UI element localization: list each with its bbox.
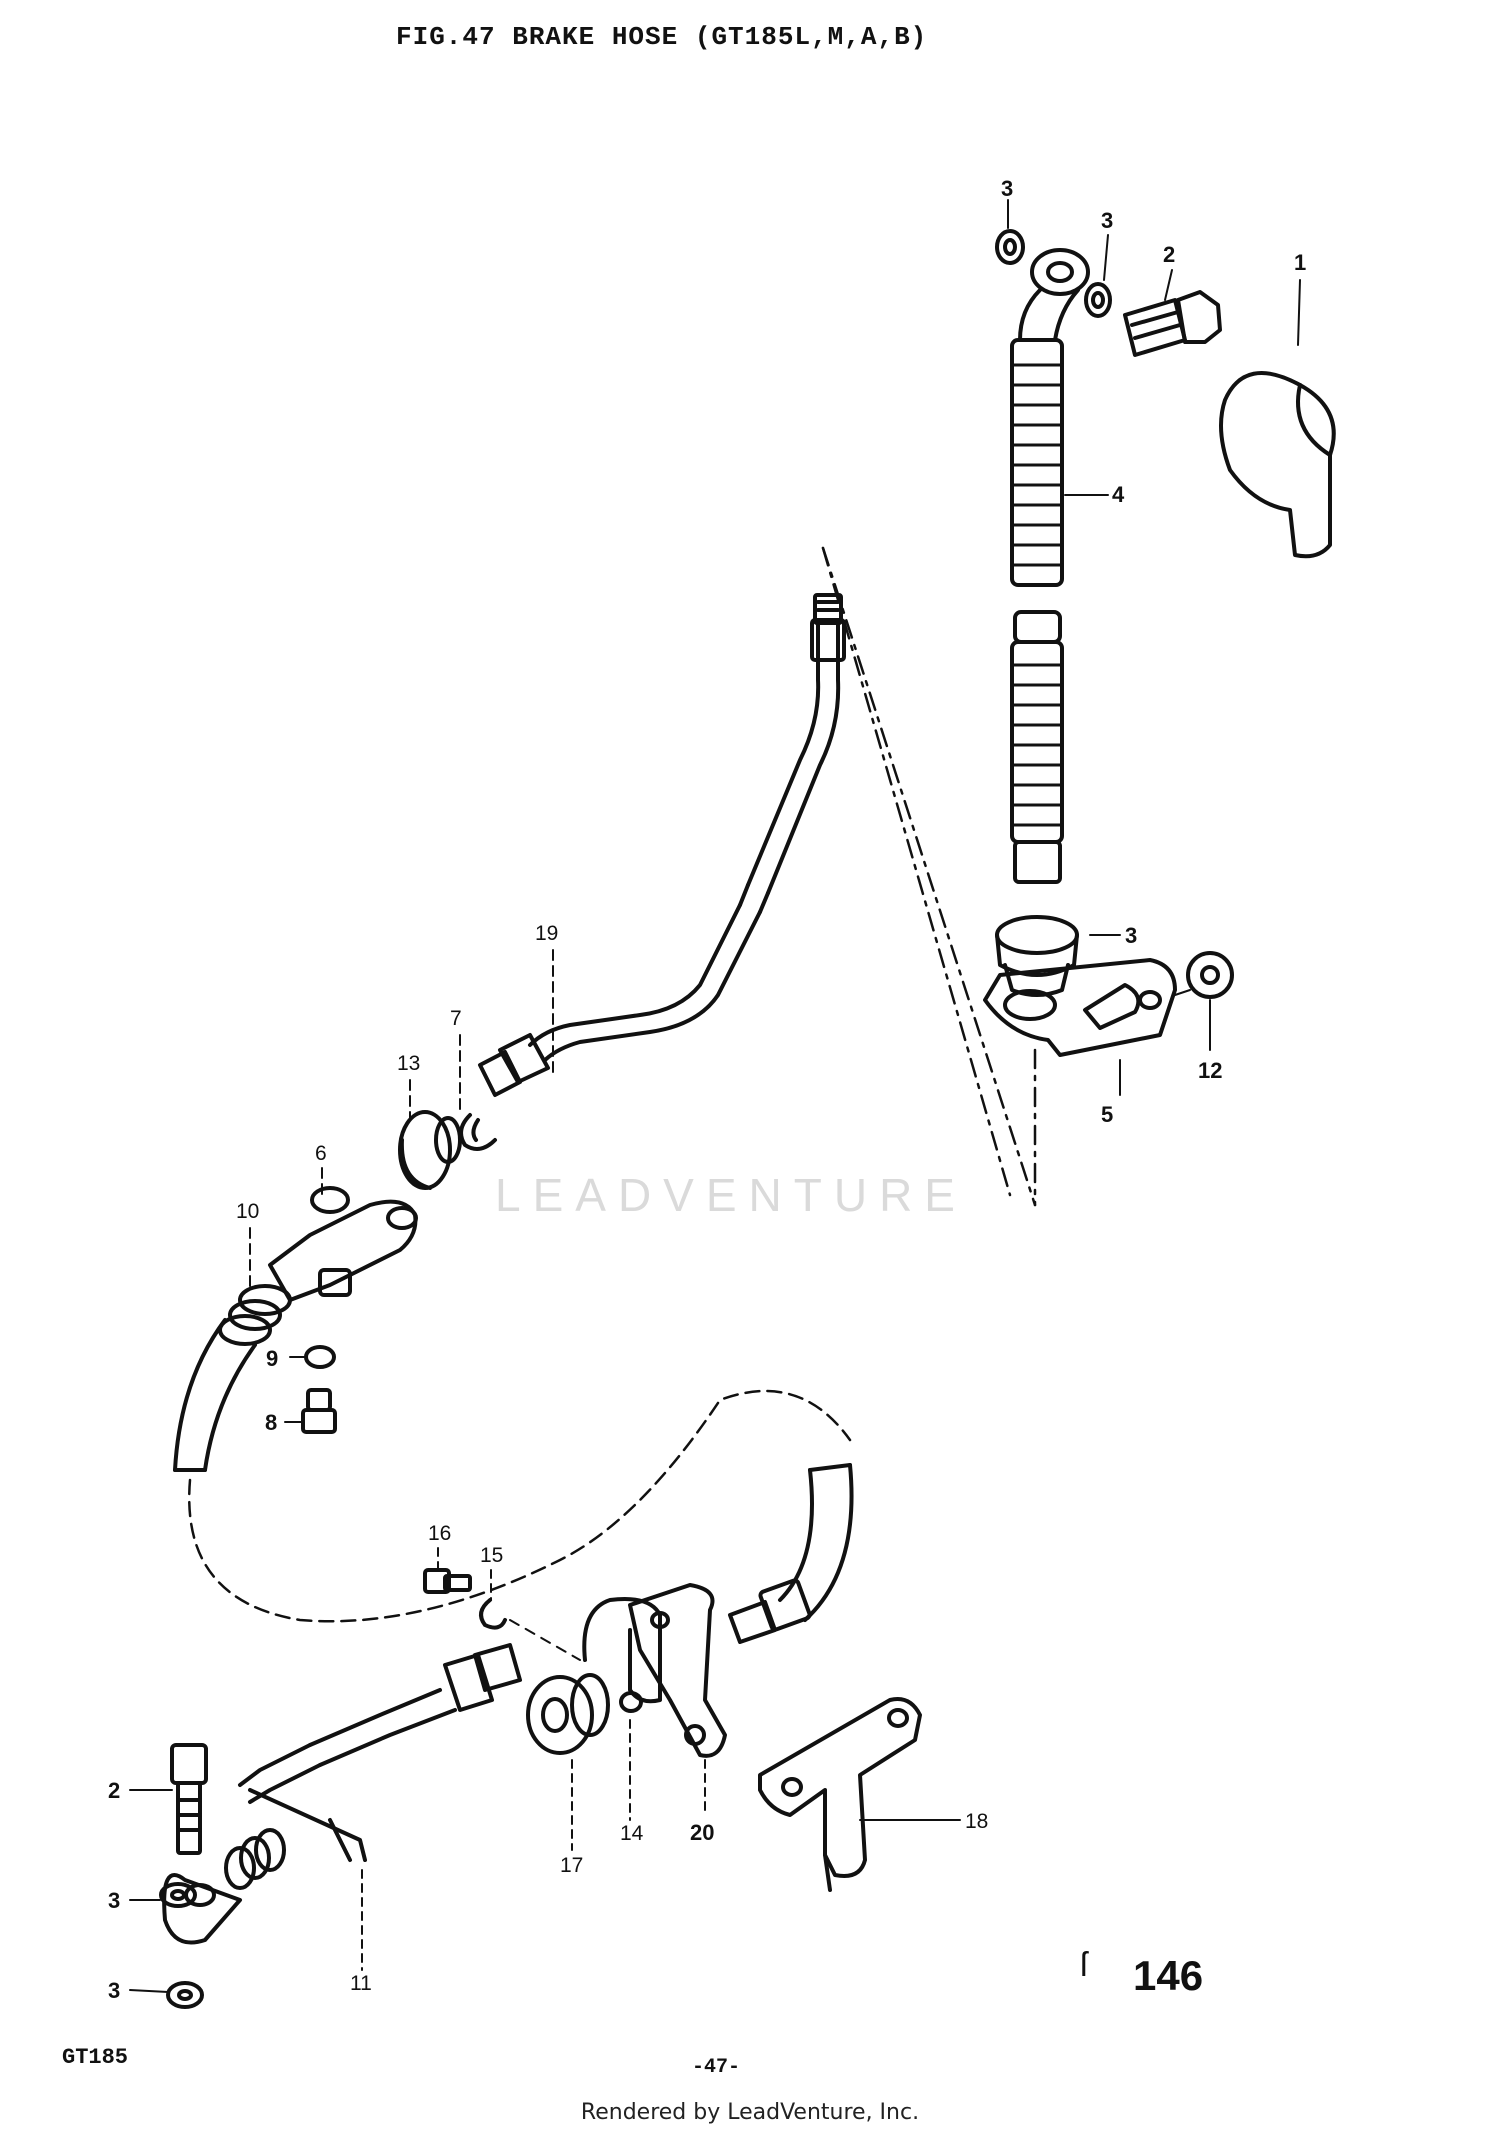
callout-7: 7 [450,1007,462,1030]
callout-3-lower-a: 3 [108,1888,120,1913]
callout-20: 20 [690,1820,714,1845]
render-credit: Rendered by LeadVenture, Inc. [580,2100,920,2125]
part-19-brake-line [478,593,846,1097]
page-number: -47- [692,2056,741,2079]
part-15-clip [479,1598,507,1630]
figure-title: FIG.47 BRAKE HOSE (GT185L,M,A,B) [396,22,928,52]
callout-3-top-b: 3 [1101,208,1113,233]
part-16-bolt [423,1568,472,1594]
callout-18: 18 [965,1810,988,1833]
part-20-bracket [628,1583,727,1758]
lower-hose-union [728,1463,854,1644]
callout-17: 17 [560,1854,583,1877]
callout-9: 9 [266,1346,278,1371]
part-14-clamp [582,1597,662,1713]
callout-11: 11 [350,1972,372,1995]
callout-16: 16 [428,1522,451,1545]
part-3-washer-a [995,229,1025,265]
callout-15: 15 [480,1544,503,1567]
callout-3-lower-b: 3 [108,1978,120,2003]
part-12-washer [1186,951,1234,999]
callout-10: 10 [236,1200,259,1223]
part-3-grommet [995,915,1079,997]
callout-19: 19 [535,922,558,945]
callout-4: 4 [1112,482,1125,507]
part-4-brake-hose [1010,248,1090,884]
part-17-grommet [526,1673,610,1755]
callout-5: 5 [1101,1102,1113,1127]
callout-13: 13 [397,1052,420,1075]
part-5-bracket [983,958,1177,1057]
callout-3-mid: 3 [1125,923,1137,948]
part-1-cap [1219,371,1336,559]
callout-3-top-a: 3 [1001,176,1013,201]
part-18-bracket [758,1697,922,1892]
part-10-hose-joint [173,1186,418,1472]
part-3-washer-lower-a [159,1882,197,1908]
reference-number: 146 [1133,1952,1204,1999]
callout-8: 8 [265,1410,277,1435]
callout-2-top: 2 [1163,242,1175,267]
part-3-washer-b [1084,282,1112,318]
part-2-banjo-bolt-lower [170,1743,208,1855]
callout-14: 14 [620,1822,644,1845]
part-11-brake-line [162,1643,522,1945]
part-3-washer-lower-b [166,1981,204,2009]
part-2-banjo-bolt-top [1123,290,1222,357]
callout-6: 6 [315,1142,327,1165]
model-label: GT185 [62,2045,129,2070]
part-13-grommet [398,1110,462,1190]
leadventure-watermark: LEADVENTURE [495,1169,967,1221]
callout-1: 1 [1294,250,1306,275]
callout-12: 12 [1198,1058,1222,1083]
part-8-bolt [301,1388,337,1434]
part-9-washer [304,1345,336,1369]
part-7-clip [459,1113,497,1151]
reference-mark: ſ [1080,1946,1088,1984]
callout-2-lower: 2 [108,1778,120,1803]
